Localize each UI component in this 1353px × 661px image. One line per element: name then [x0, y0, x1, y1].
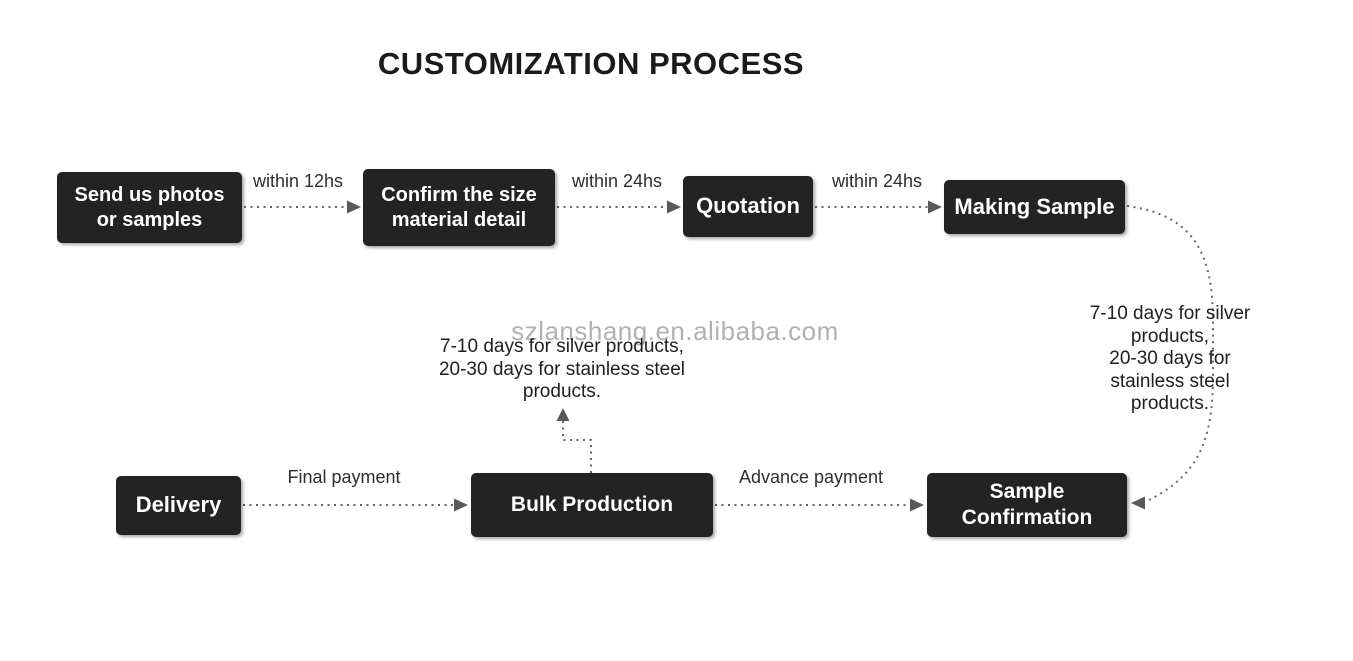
node-making-sample: Making Sample: [944, 180, 1125, 234]
edge-label-advance-payment: Advance payment: [738, 467, 884, 487]
node-sample-confirmation: Sample Confirmation: [927, 473, 1127, 537]
node-quotation: Quotation: [683, 176, 813, 237]
note-bulk-production-duration: 7-10 days for silver products, 20-30 day…: [438, 336, 686, 402]
arrow-confirm-to-quotation: [557, 200, 681, 214]
arrow-bulk-production-to-sample-confirmation: [715, 498, 924, 512]
edge-label-final-payment: Final payment: [287, 467, 401, 487]
arrow-send-to-confirm: [244, 200, 361, 214]
node-delivery: Delivery: [116, 476, 241, 535]
arrow-quotation-to-making-sample: [815, 200, 942, 214]
edge-label-within-24hs-1: within 24hs: [571, 171, 663, 191]
diagram-title: CUSTOMIZATION PROCESS: [377, 46, 805, 81]
node-bulk-production: Bulk Production: [471, 473, 713, 537]
node-send-us-photos: Send us photos or samples: [57, 172, 242, 243]
arrow-bulk-production-to-note: [556, 408, 592, 473]
node-confirm-size-material: Confirm the size material detail: [363, 169, 555, 246]
edge-label-within-12hs: within 12hs: [252, 171, 344, 191]
note-making-sample-duration: 7-10 days for silver products, 20-30 day…: [1089, 303, 1251, 414]
edge-label-within-24hs-2: within 24hs: [831, 171, 923, 191]
arrow-delivery-to-bulk-production: [243, 498, 468, 512]
arrow-making-sample-to-sample-confirmation: [1126, 205, 1214, 510]
watermark-text: szlanshang.en.alibaba.com: [511, 316, 839, 346]
